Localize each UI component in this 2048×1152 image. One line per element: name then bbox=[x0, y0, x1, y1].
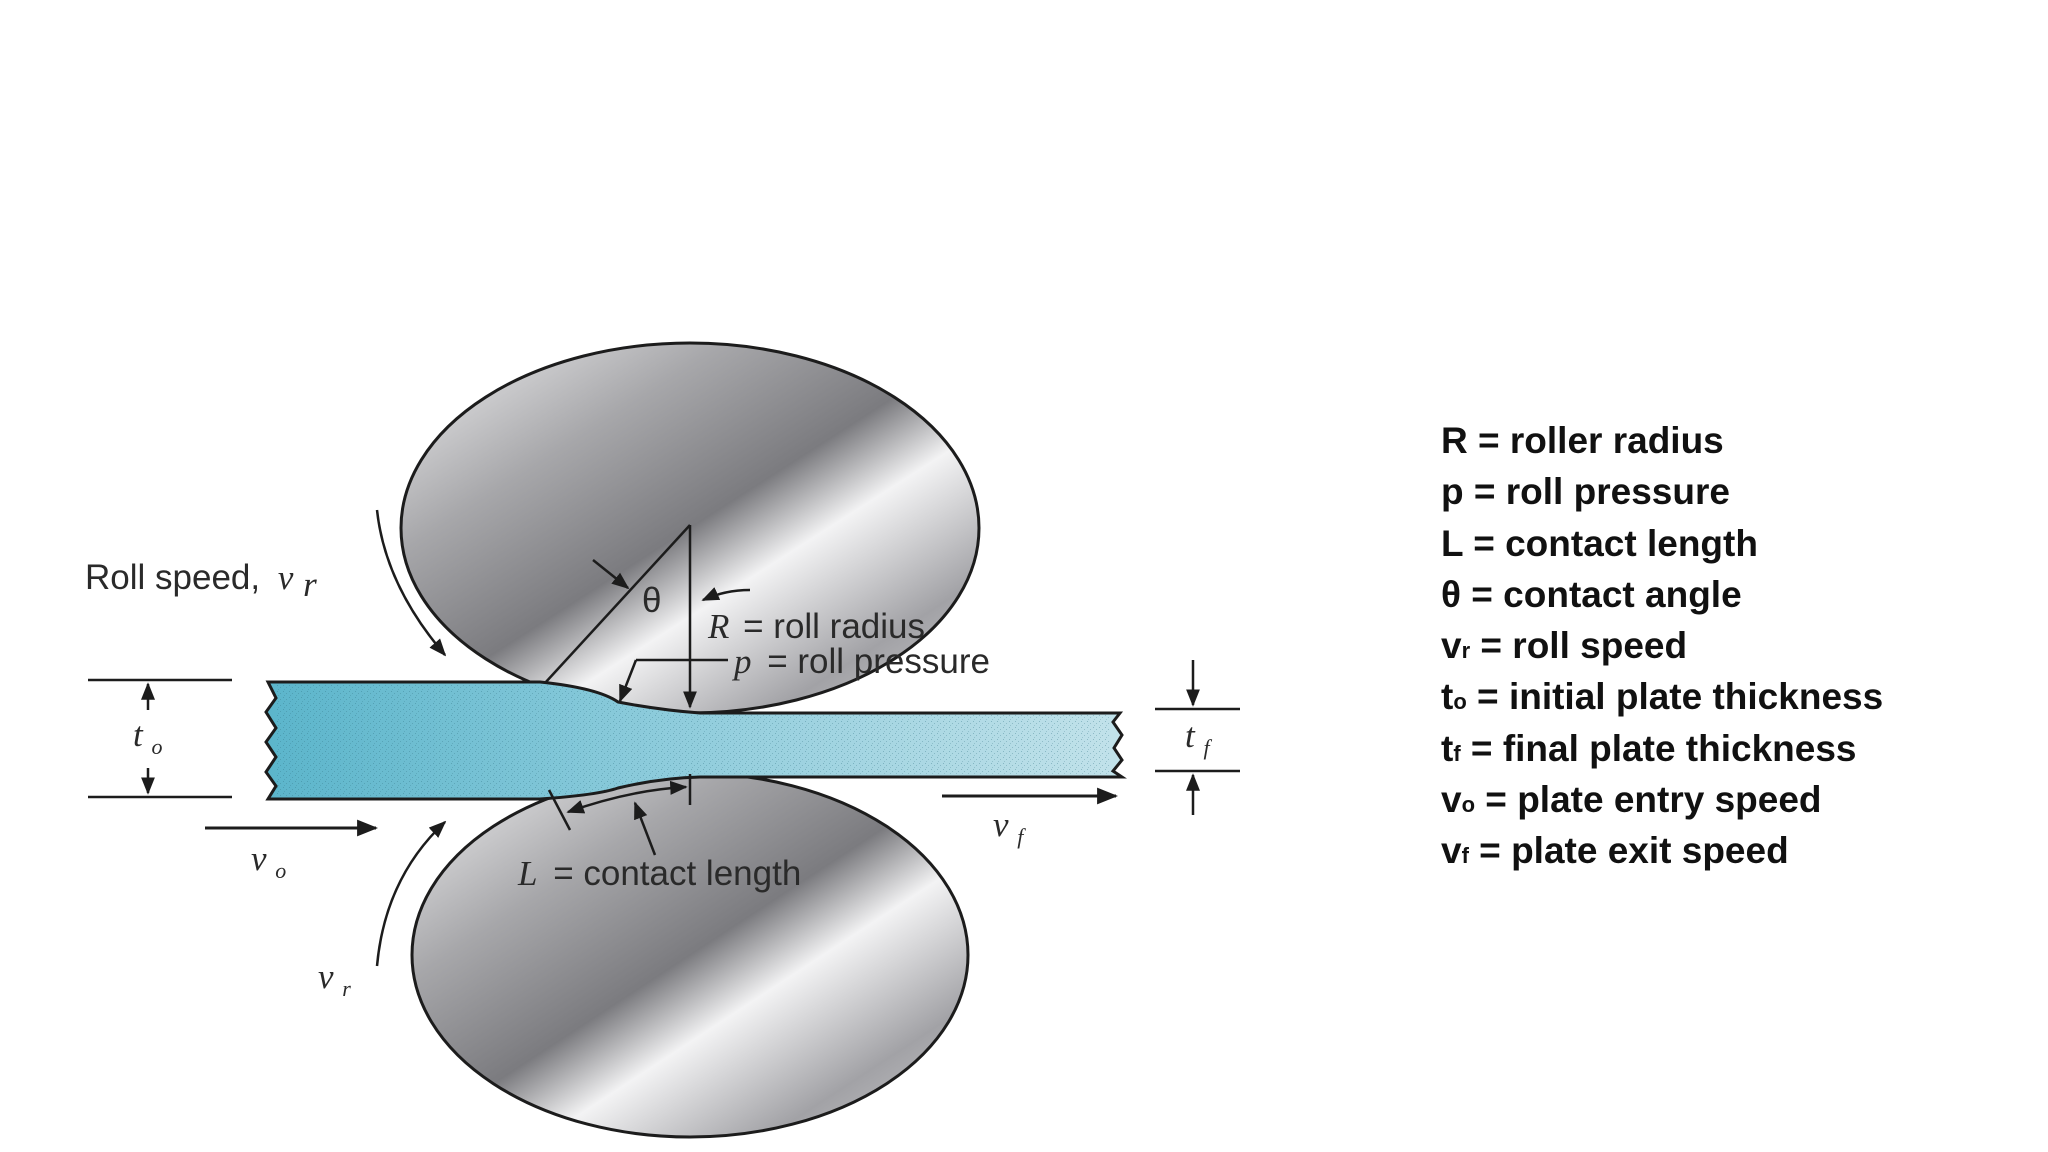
contact-length-arc bbox=[566, 780, 688, 814]
contact-start-tick bbox=[547, 789, 572, 831]
legend-item: vr = roll speed bbox=[1441, 625, 1688, 667]
legend-item: tf = final plate thickness bbox=[1441, 727, 1857, 769]
bottom-roll bbox=[410, 771, 970, 1139]
roll-radius-label: R = roll radius bbox=[707, 607, 925, 646]
pressure-arrow-head bbox=[618, 659, 638, 703]
vr-bottom-label: v r bbox=[318, 957, 351, 1001]
legend-item: vo = plate entry speed bbox=[1441, 779, 1822, 821]
legend-item: p = roll pressure bbox=[1441, 471, 1730, 513]
theta-arc-pointer bbox=[701, 587, 751, 602]
legend-item: θ = contact angle bbox=[1441, 573, 1742, 615]
roll-speed-arrow-bottom bbox=[375, 820, 447, 967]
vo-label: v o bbox=[251, 839, 286, 883]
roll-speed-label: Roll speed, v r bbox=[85, 558, 317, 604]
theta-label: θ bbox=[642, 581, 661, 620]
theta-arrow bbox=[592, 559, 630, 590]
roll-pressure-label: p = roll pressure bbox=[731, 642, 990, 681]
legend-item: to = initial plate thickness bbox=[1441, 676, 1884, 718]
legend-item: L = contact length bbox=[1441, 522, 1758, 564]
tf-label: t f bbox=[1185, 716, 1212, 760]
plate-texture bbox=[276, 684, 1110, 797]
contact-length-label: L = contact length bbox=[517, 854, 801, 893]
legend-item: R = roller radius bbox=[1441, 420, 1724, 461]
contact-length-pointer bbox=[633, 801, 657, 856]
symbol-legend: R = roller radius p = roll pressure L = … bbox=[1441, 418, 1883, 880]
vf-label: v f bbox=[993, 805, 1026, 849]
roll-speed-arrow-top bbox=[375, 509, 447, 657]
to-label: t o bbox=[133, 715, 162, 759]
radius-line bbox=[544, 524, 691, 684]
legend-item: vf = plate exit speed bbox=[1441, 830, 1789, 872]
